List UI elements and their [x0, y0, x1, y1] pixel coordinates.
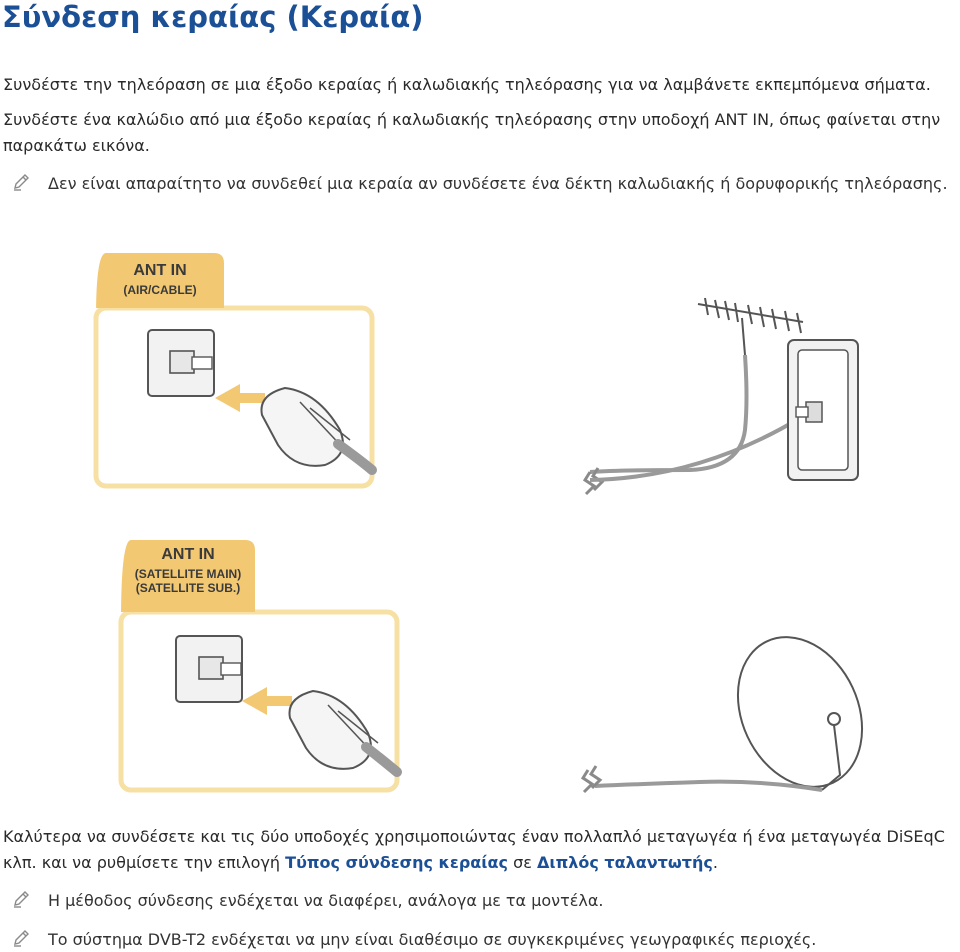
pencil-note-icon [14, 891, 29, 908]
wall-jack-air [147, 329, 215, 397]
link-antenna-connection-type[interactable]: Τύπος σύνδεσης κεραίας [285, 852, 508, 872]
diagram-1-label-line2: (AIR/CABLE) [123, 283, 197, 297]
intro-line-1: Συνδέστε την τηλεόραση σε μια έξοδο κερα… [3, 75, 931, 94]
pencil-note-icon [14, 930, 29, 947]
diagram-1-label-line1: ANT IN [133, 262, 187, 279]
wall-jack-satellite [175, 635, 243, 703]
antenna-cable [589, 354, 749, 474]
coax-plug-satellite [288, 689, 402, 777]
link-dual-lnb[interactable]: Διπλός ταλαντωτής [536, 852, 713, 872]
page-title: Σύνδεση κεραίας (Κεραία) [2, 0, 424, 34]
bottom-text-3: . [712, 852, 718, 872]
insert-arrow-1 [215, 384, 265, 412]
bottom-text-2: σε [507, 852, 537, 872]
note-3-text: Το σύστημα DVB-T2 ενδέχεται να μην είναι… [48, 930, 817, 949]
diagram-2-label-line3: (SATELLITE SUB.) [135, 581, 241, 595]
diagram-2-label: ANT IN (SATELLITE MAIN) (SATELLITE SUB.) [121, 546, 255, 595]
satellite-cable [594, 779, 823, 792]
satellite-dish-icon [736, 636, 864, 791]
diagram-1-label: ANT IN (AIR/CABLE) [96, 262, 224, 297]
diagram-satellite [118, 540, 864, 794]
wall-outlet-icon [787, 339, 859, 481]
bottom-text-1: Καλύτερα να συνδέσετε και τις δύο υποδοχ… [3, 827, 945, 872]
coax-plug-icon [260, 386, 377, 475]
diagram-2-label-line2: (SATELLITE MAIN) [134, 567, 242, 581]
insert-arrow-2 [242, 687, 292, 715]
diagram-air-cable [93, 253, 859, 496]
note-1-text: Δεν είναι απαραίτητο να συνδεθεί μια κερ… [48, 174, 948, 193]
antenna-icon [697, 297, 804, 356]
bottom-paragraph: Καλύτερα να συνδέσετε και τις δύο υποδοχ… [3, 824, 953, 875]
note-2-text: Η μέθοδος σύνδεσης ενδέχεται να διαφέρει… [48, 891, 604, 910]
intro-line-2: Συνδέστε ένα καλώδιο από μια έξοδο κεραί… [3, 110, 941, 155]
pencil-note-icon [14, 174, 29, 191]
connection-diagram [93, 253, 864, 794]
diagram-2-label-line1: ANT IN [161, 546, 215, 563]
